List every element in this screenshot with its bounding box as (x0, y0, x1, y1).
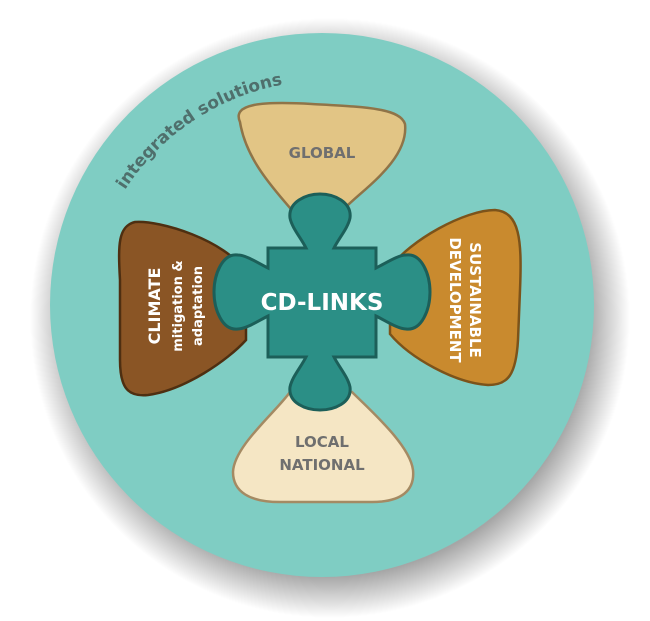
climate-sub-label-2: adaptation (191, 266, 206, 346)
center-label: CD-LINKS (261, 290, 384, 316)
national-label: NATIONAL (279, 456, 365, 474)
local-label: LOCAL (295, 433, 349, 451)
climate-sub-label-1: mitigation & (171, 260, 186, 351)
sustainable-development-petal (388, 208, 522, 387)
climate-label: CLIMATE (145, 268, 164, 345)
sustainable-label: SUSTAINABLE (466, 242, 484, 357)
climate-petal (117, 220, 248, 397)
center-puzzle-piece (212, 192, 432, 412)
global-petal (237, 101, 407, 210)
global-label: GLOBAL (289, 144, 356, 162)
local-national-petal (231, 390, 415, 504)
development-label: DEVELOPMENT (446, 237, 464, 363)
